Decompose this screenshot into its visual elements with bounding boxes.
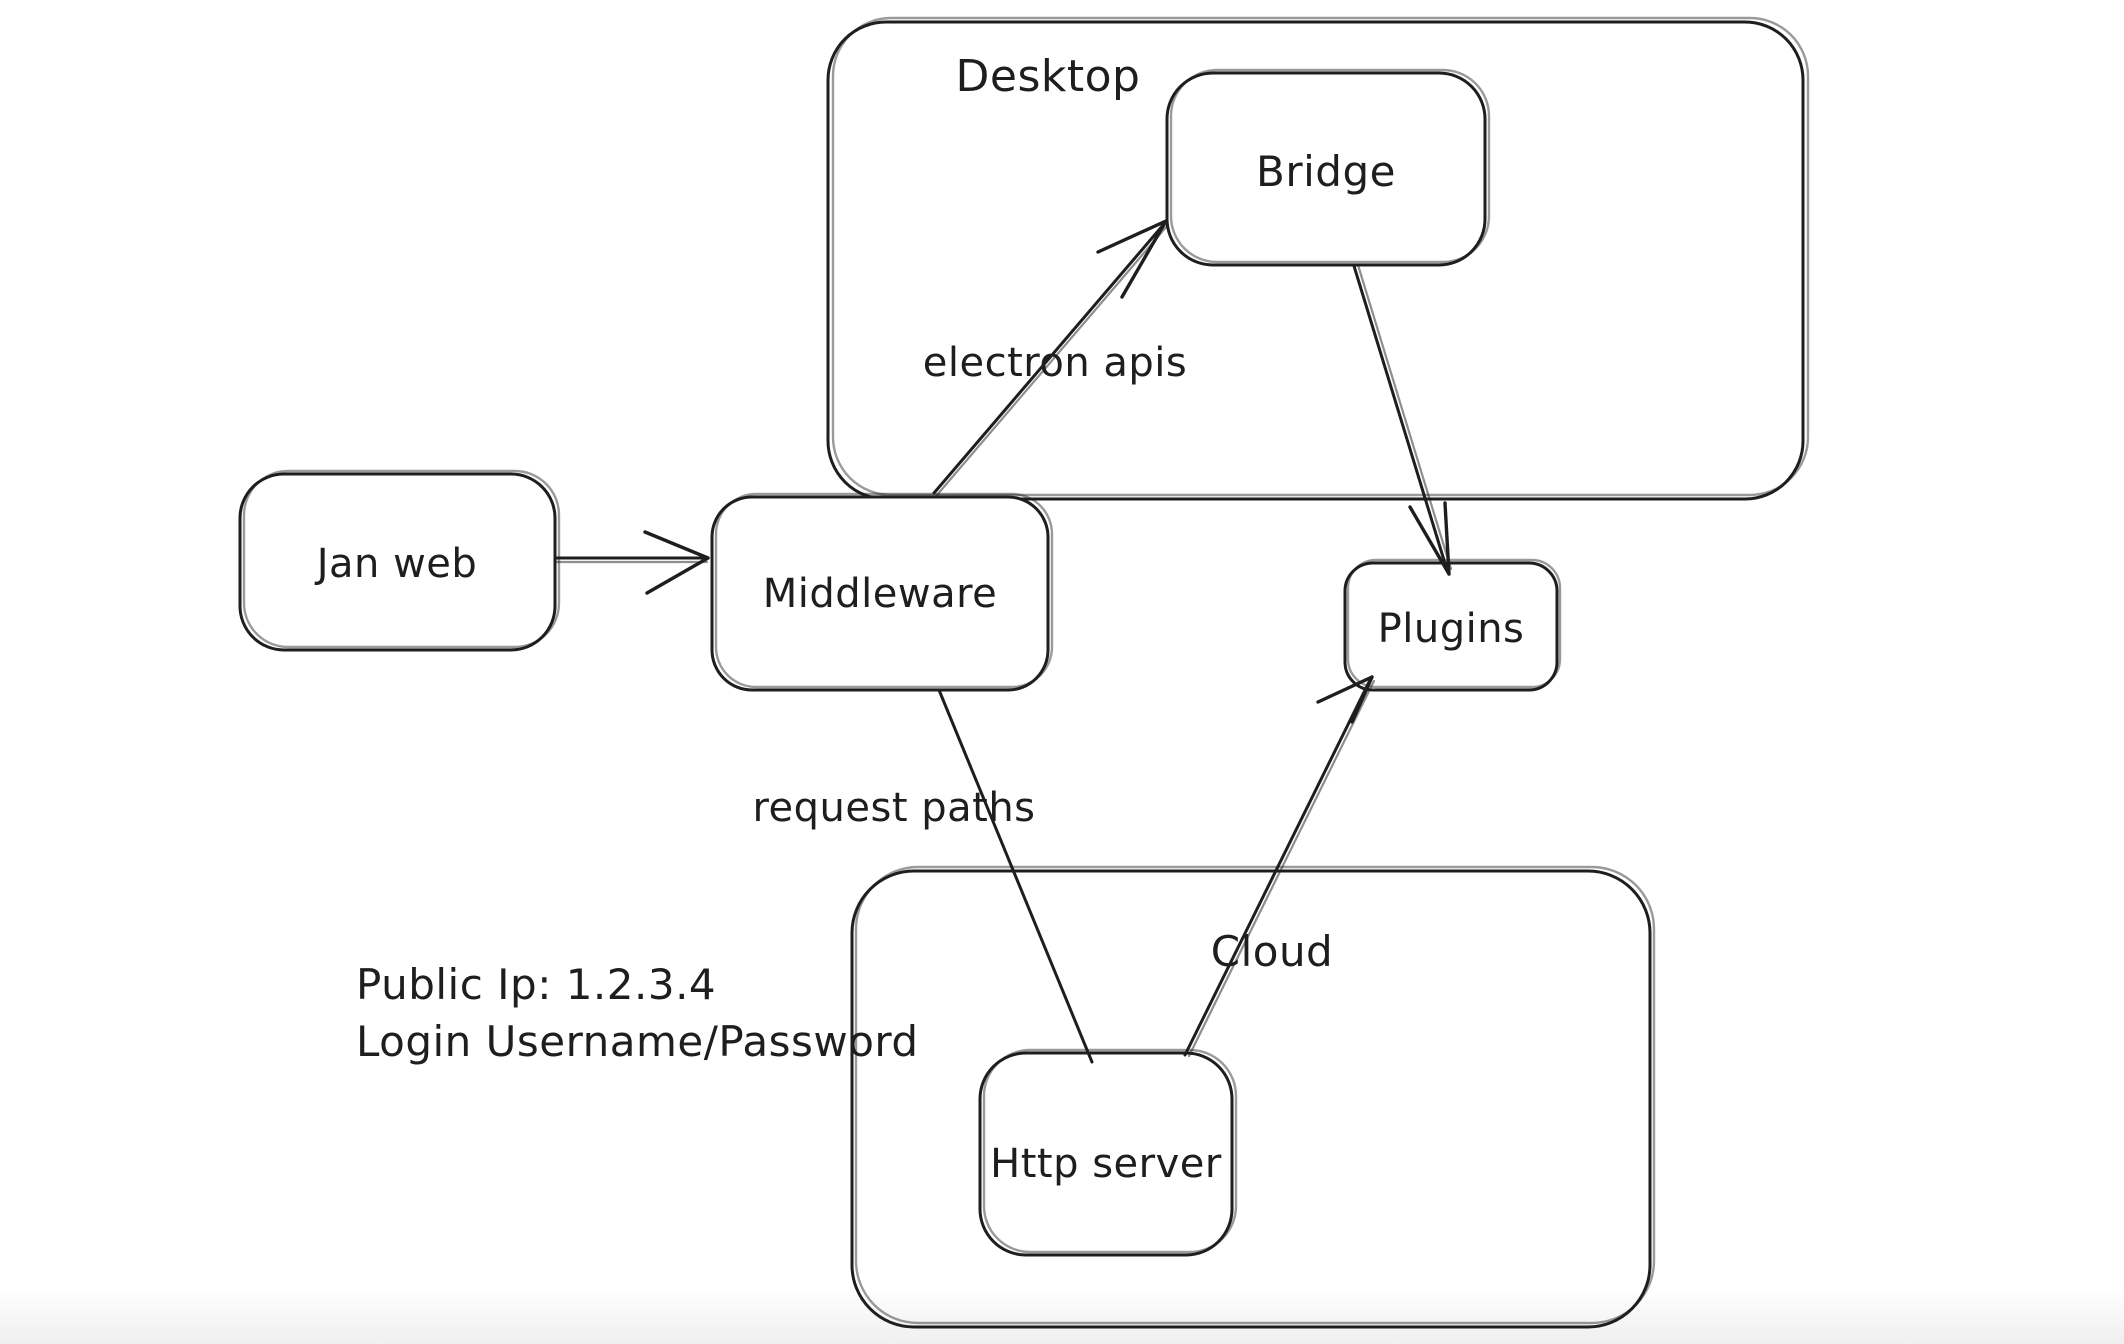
container-label-cloud[interactable]: Cloud	[1211, 927, 1333, 976]
node-label-http-server[interactable]: Http server	[990, 1141, 1222, 1187]
node-label-jan-web[interactable]: Jan web	[314, 541, 478, 587]
container-label-desktop[interactable]: Desktop	[956, 51, 1141, 102]
edge-label-request-paths[interactable]: request paths	[752, 785, 1035, 831]
node-label-middleware[interactable]: Middleware	[763, 571, 998, 617]
edge-jan-web-to-middleware[interactable]	[553, 530, 710, 595]
edge-label-electron-apis[interactable]: electron apis	[923, 340, 1187, 386]
note-login[interactable]: Login Username/Password	[356, 1017, 919, 1066]
node-label-bridge[interactable]: Bridge	[1256, 147, 1396, 196]
note-public-ip[interactable]: Public Ip: 1.2.3.4	[356, 960, 716, 1009]
node-label-plugins[interactable]: Plugins	[1378, 606, 1525, 652]
